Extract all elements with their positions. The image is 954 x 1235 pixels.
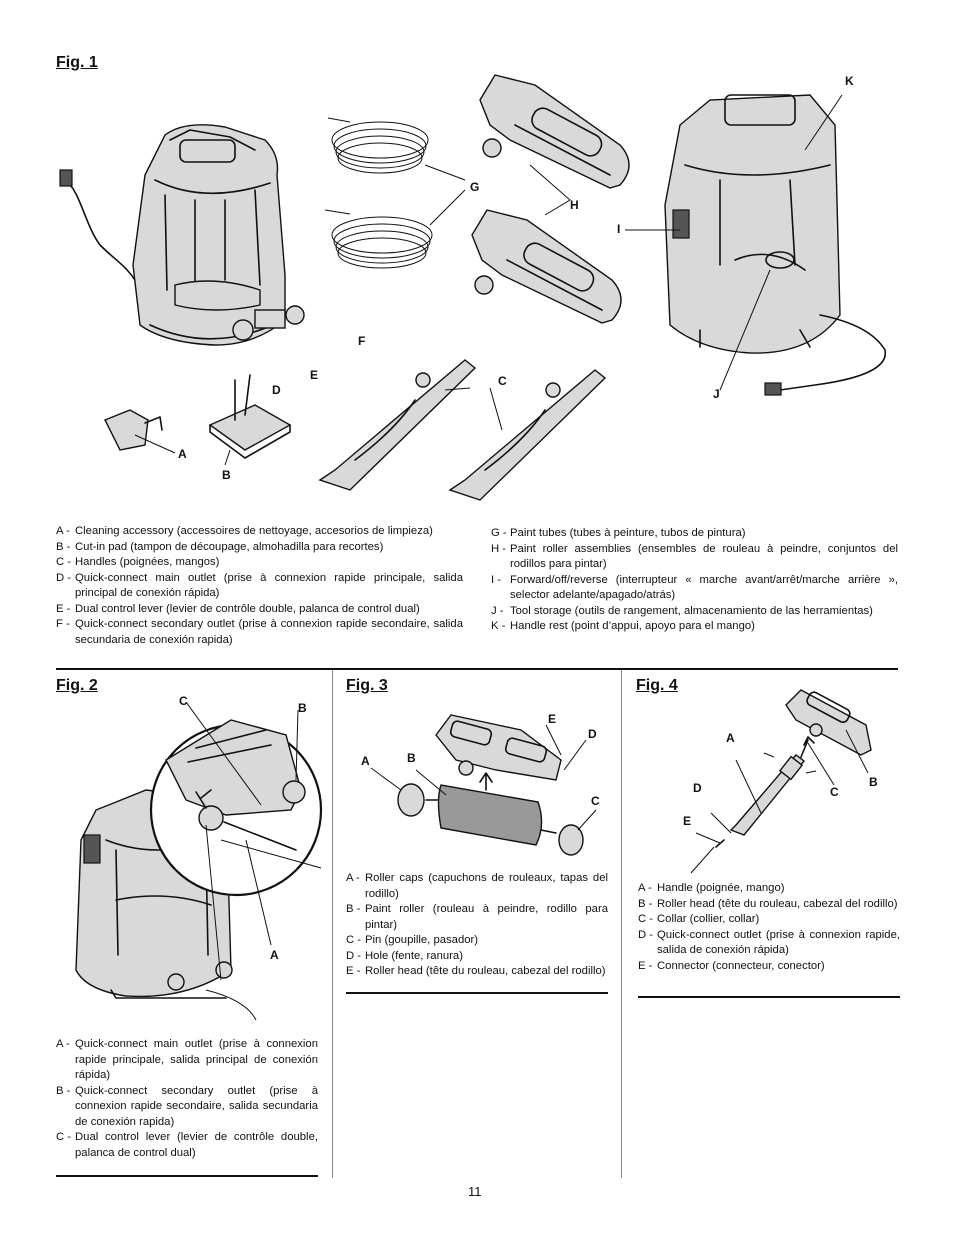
fig3-callout-d: D <box>588 727 597 741</box>
legend-item: D -Hole (fente, ranura) <box>346 949 463 962</box>
legend-item: C -Pin (goupille, pasador) <box>346 934 479 946</box>
column-divider-2 <box>621 670 622 1178</box>
fig3-callout-b: B <box>407 751 416 765</box>
page-number: 11 <box>468 1184 482 1199</box>
fig4-bottom-rule <box>638 996 900 998</box>
fig4-callout-e: E <box>683 814 692 828</box>
fig3-legend: A -Roller caps (capuchons de rouleaux, t… <box>346 871 608 980</box>
fig3-bottom-rule <box>346 992 608 994</box>
legend-item: B -Cut-in pad (tampon de découpage, almo… <box>56 540 384 553</box>
legend-item: A -Quick-connect main outlet (prise à co… <box>56 1038 318 1081</box>
paint-tubes-illustration <box>324 117 433 269</box>
legend-item: I -Forward/off/reverse (interrupteur « m… <box>491 573 898 602</box>
fig1-callout-j: J <box>713 387 720 401</box>
fig1-callout-b: B <box>222 468 231 482</box>
legend-item: E -Connector (connecteur, conector) <box>638 959 825 972</box>
fig1-legend-right: G -Paint tubes (tubes à peinture, tubos … <box>491 526 898 635</box>
fig2-bottom-rule <box>56 1175 318 1177</box>
fig4-callout-b: B <box>869 775 878 789</box>
fig3-callout-c: C <box>591 794 600 808</box>
fig3-callout-e: E <box>548 712 557 726</box>
fig2-legend: A -Quick-connect main outlet (prise à co… <box>56 1037 318 1161</box>
fig1-callout-g: G <box>470 180 480 194</box>
fig1-title: Fig. 1 <box>56 54 98 71</box>
fig4-callout-a: A <box>726 731 735 745</box>
handle-leader <box>444 387 503 431</box>
fig4-title: Fig. 4 <box>636 677 678 694</box>
legend-item: C -Collar (collier, collar) <box>638 913 760 925</box>
paint-tubes-leader <box>424 164 466 226</box>
legend-item: F -Quick-connect secondary outlet (prise… <box>56 618 463 646</box>
fig2-callout-a: A <box>270 948 279 962</box>
sprayer-back-leaders <box>625 94 843 391</box>
legend-item: C -Dual control lever (levier de contrôl… <box>56 1131 318 1159</box>
fig4-callout-c: C <box>830 785 839 799</box>
fig1-callout-h: H <box>570 198 579 212</box>
handle-left-illustration <box>318 359 477 491</box>
fig3-title: Fig. 3 <box>346 677 388 694</box>
legend-item: E -Roller head (tête du rouleau, cabezal… <box>346 965 606 977</box>
paint-roller-assembly-bottom <box>471 209 622 324</box>
legend-item: H -Paint roller assemblies (ensembles de… <box>491 542 898 571</box>
sprayer-front-illustration <box>59 124 305 346</box>
legend-item: B -Quick-connect secondary outlet (prise… <box>56 1084 318 1128</box>
fig2-illustration <box>75 701 323 1021</box>
legend-item: K -Handle rest (point d’appui, apoyo par… <box>491 620 755 632</box>
fig2-title: Fig. 2 <box>56 677 98 694</box>
cleaning-accessory-illustration <box>104 409 176 454</box>
fig2-callout-c: C <box>179 694 188 708</box>
column-divider-1 <box>332 670 333 1178</box>
roller-leader <box>529 164 571 216</box>
fig4-legend: A -Handle (poignée, mango) B -Roller hea… <box>638 881 900 974</box>
legend-item: B -Roller head (tête du rouleau, cabezal… <box>638 897 898 910</box>
legend-item: D -Quick-connect outlet (prise à connexi… <box>638 928 900 957</box>
legend-item: J -Tool storage (outils de rangement, al… <box>491 604 873 617</box>
fig3-illustration <box>370 714 597 856</box>
fig1-callout-k: K <box>845 74 854 88</box>
fig1-callout-d: D <box>272 383 281 397</box>
fig1-callout-i: I <box>617 222 621 236</box>
fig4-callout-d: D <box>693 781 702 795</box>
fig1-callout-c: C <box>498 374 507 388</box>
fig3-callout-a: A <box>361 754 370 768</box>
legend-item: A -Cleaning accessory (accessoires de ne… <box>56 525 433 537</box>
paint-roller-assembly-top <box>479 74 630 189</box>
legend-item: A -Roller caps (capuchons de rouleaux, t… <box>346 872 608 900</box>
fig2-callout-b: B <box>298 701 307 715</box>
sprayer-back-illustration <box>664 94 886 396</box>
fig1-callout-e: E <box>310 368 319 382</box>
cut-in-pad-illustration <box>208 374 292 466</box>
fig1-callout-a: A <box>178 447 187 461</box>
fig4-illustration <box>690 689 872 874</box>
fig1-legend-left: A -Cleaning accessory (accessoires de ne… <box>56 524 463 648</box>
legend-item: A -Handle (poignée, mango) <box>638 882 785 894</box>
legend-item: D -Quick-connect main outlet (prise à co… <box>56 571 463 600</box>
legend-item: E -Dual control lever (levier de contrôl… <box>56 602 420 615</box>
handle-right-illustration <box>448 369 607 501</box>
legend-item: G -Paint tubes (tubes à peinture, tubos … <box>491 527 746 539</box>
legend-item: B -Paint roller (rouleau à peindre, rodi… <box>346 903 608 931</box>
legend-item: C -Handles (poignées, mangos) <box>56 556 220 568</box>
section-divider <box>56 668 898 670</box>
fig1-callout-f: F <box>358 334 366 348</box>
